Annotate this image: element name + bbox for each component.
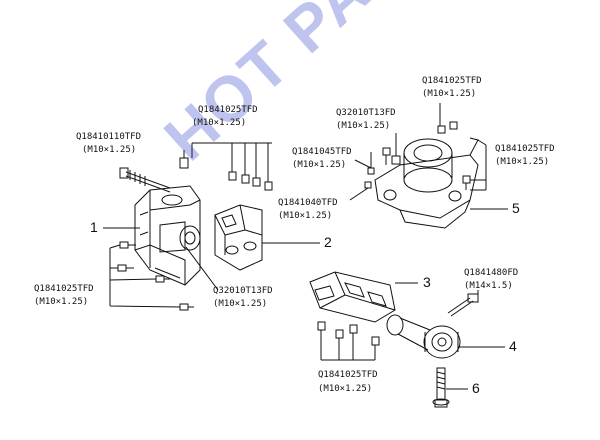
nut-right-code: Q32010T13FD: [336, 108, 396, 118]
top-bolts-size: (M10×1.25): [192, 118, 247, 128]
nut-left-code: Q32010T13FD: [213, 286, 273, 296]
left-bolts-size: (M10×1.25): [34, 297, 89, 307]
callout-2: 2: [324, 234, 332, 250]
bolt-045-code: Q1841045TFD: [292, 147, 352, 157]
right-side-code: Q1841025TFD: [495, 144, 555, 154]
right-top-bolts-group: [364, 121, 471, 190]
second-bracket: [214, 204, 263, 271]
callout-4: 4: [509, 338, 517, 354]
long-bolt-code: Q18410110TFD: [76, 132, 142, 142]
callout-1: 1: [90, 219, 98, 235]
bolt-040-size: (M10×1.25): [278, 211, 333, 221]
right-top-code: Q1841025TFD: [422, 76, 482, 86]
small-bracket: [309, 271, 396, 323]
bottom-bolts-size: (M10×1.25): [318, 384, 373, 394]
left-bolts-group: [117, 241, 194, 311]
bolt-045-size: (M10×1.25): [292, 160, 347, 170]
callout-6: 6: [472, 380, 480, 396]
bolt-480: [447, 293, 479, 317]
left-mount-bracket: [134, 185, 201, 286]
left-bolts-code: Q1841025TFD: [34, 284, 94, 294]
callout-3: 3: [423, 274, 431, 290]
bolt-480-size: (M14×1.5): [464, 281, 513, 291]
torque-rod: [386, 314, 461, 359]
bolt-040-code: Q1841040TFD: [278, 198, 338, 208]
long-bolt-size: (M10×1.25): [82, 145, 137, 155]
callout-5: 5: [512, 200, 520, 216]
right-top-size: (M10×1.25): [422, 89, 477, 99]
right-engine-mount: [374, 137, 479, 229]
top-bolts-group: [179, 150, 273, 191]
left-bushing: [179, 225, 201, 251]
right-side-size: (M10×1.25): [495, 157, 550, 167]
nut-right-size: (M10×1.25): [336, 121, 391, 131]
bottom-bolts-code: Q1841025TFD: [318, 370, 378, 380]
part6-bolt: [432, 367, 450, 408]
long-bolt: [119, 167, 171, 193]
top-bolts-code: Q1841025TFD: [198, 105, 258, 115]
bottom-bolts-group: [317, 321, 380, 355]
nut-left-size: (M10×1.25): [213, 299, 268, 309]
bolt-480-code: Q1841480FD: [464, 268, 519, 278]
